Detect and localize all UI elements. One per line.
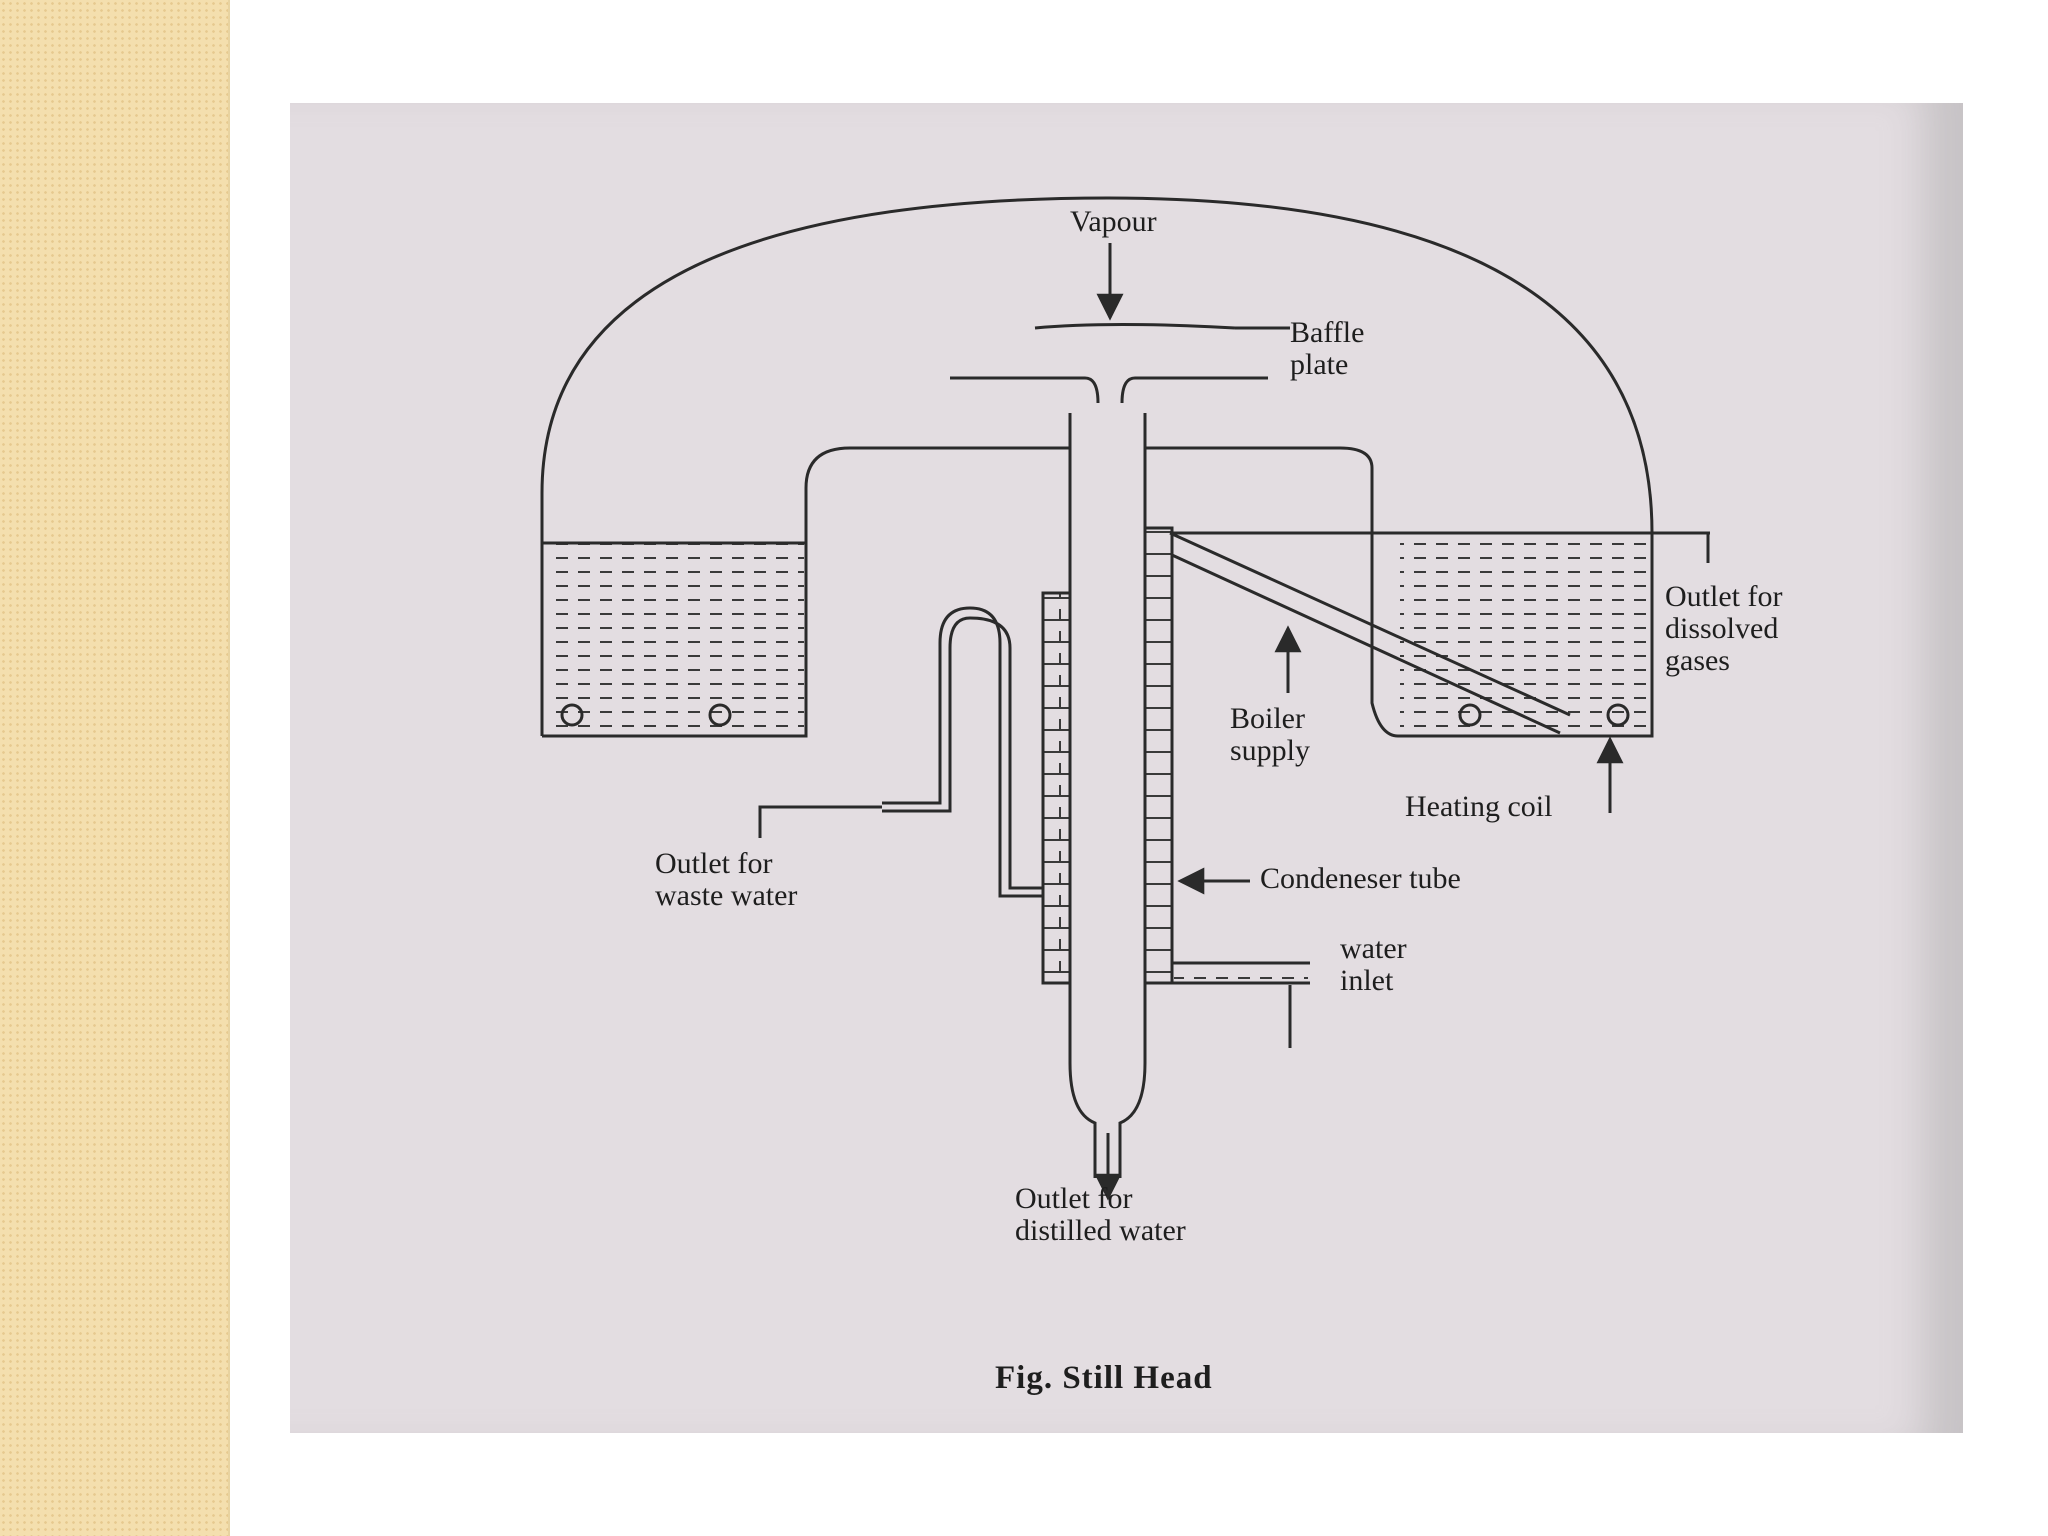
water-inlet-pipe (1172, 961, 1310, 985)
liquid-left (546, 543, 804, 733)
waste-water-leader (758, 805, 882, 838)
tube-lip-right (1120, 376, 1268, 404)
label-outlet-waste-water: Outlet for waste water (655, 847, 798, 912)
heating-coil-circle (708, 703, 732, 727)
label-heating-coil: Heating coil (1405, 790, 1553, 823)
tube-lip-left (950, 376, 1100, 404)
central-tube (1068, 413, 1147, 1178)
condenser-jacket-left (1041, 591, 1072, 985)
label-condenser-tube: Condeneser tube (1260, 862, 1461, 895)
boiler-supply-tube (1169, 531, 1571, 735)
label-water-inlet: water inlet (1340, 932, 1407, 997)
label-outlet-distilled-water: Outlet for distilled water (1015, 1182, 1186, 1247)
label-baffle-plate: Baffle plate (1290, 316, 1365, 381)
figure-caption: Fig. Still Head (995, 1360, 1213, 1396)
label-boiler-supply: Boiler supply (1230, 702, 1311, 767)
baffle-plate (1034, 323, 1236, 330)
liquid-right (1400, 533, 1650, 733)
waste-water-tube (882, 606, 1043, 898)
heating-coil-circle (1458, 703, 1482, 727)
heating-coil-circle (1606, 703, 1630, 727)
condenser-jacket-right (1143, 526, 1174, 985)
decorative-side-panel (0, 0, 230, 1536)
dome-outline (540, 196, 1654, 738)
dome-left-inner (542, 446, 1070, 738)
label-vapour: Vapour (1070, 205, 1157, 238)
heating-coil-circle (560, 703, 584, 727)
still-head-diagram (540, 196, 1710, 1201)
still-head-figure: Vapour Baffle plate Outlet for dissolved… (290, 103, 1963, 1433)
label-outlet-dissolved-gases: Outlet for dissolved gases (1665, 580, 1783, 677)
